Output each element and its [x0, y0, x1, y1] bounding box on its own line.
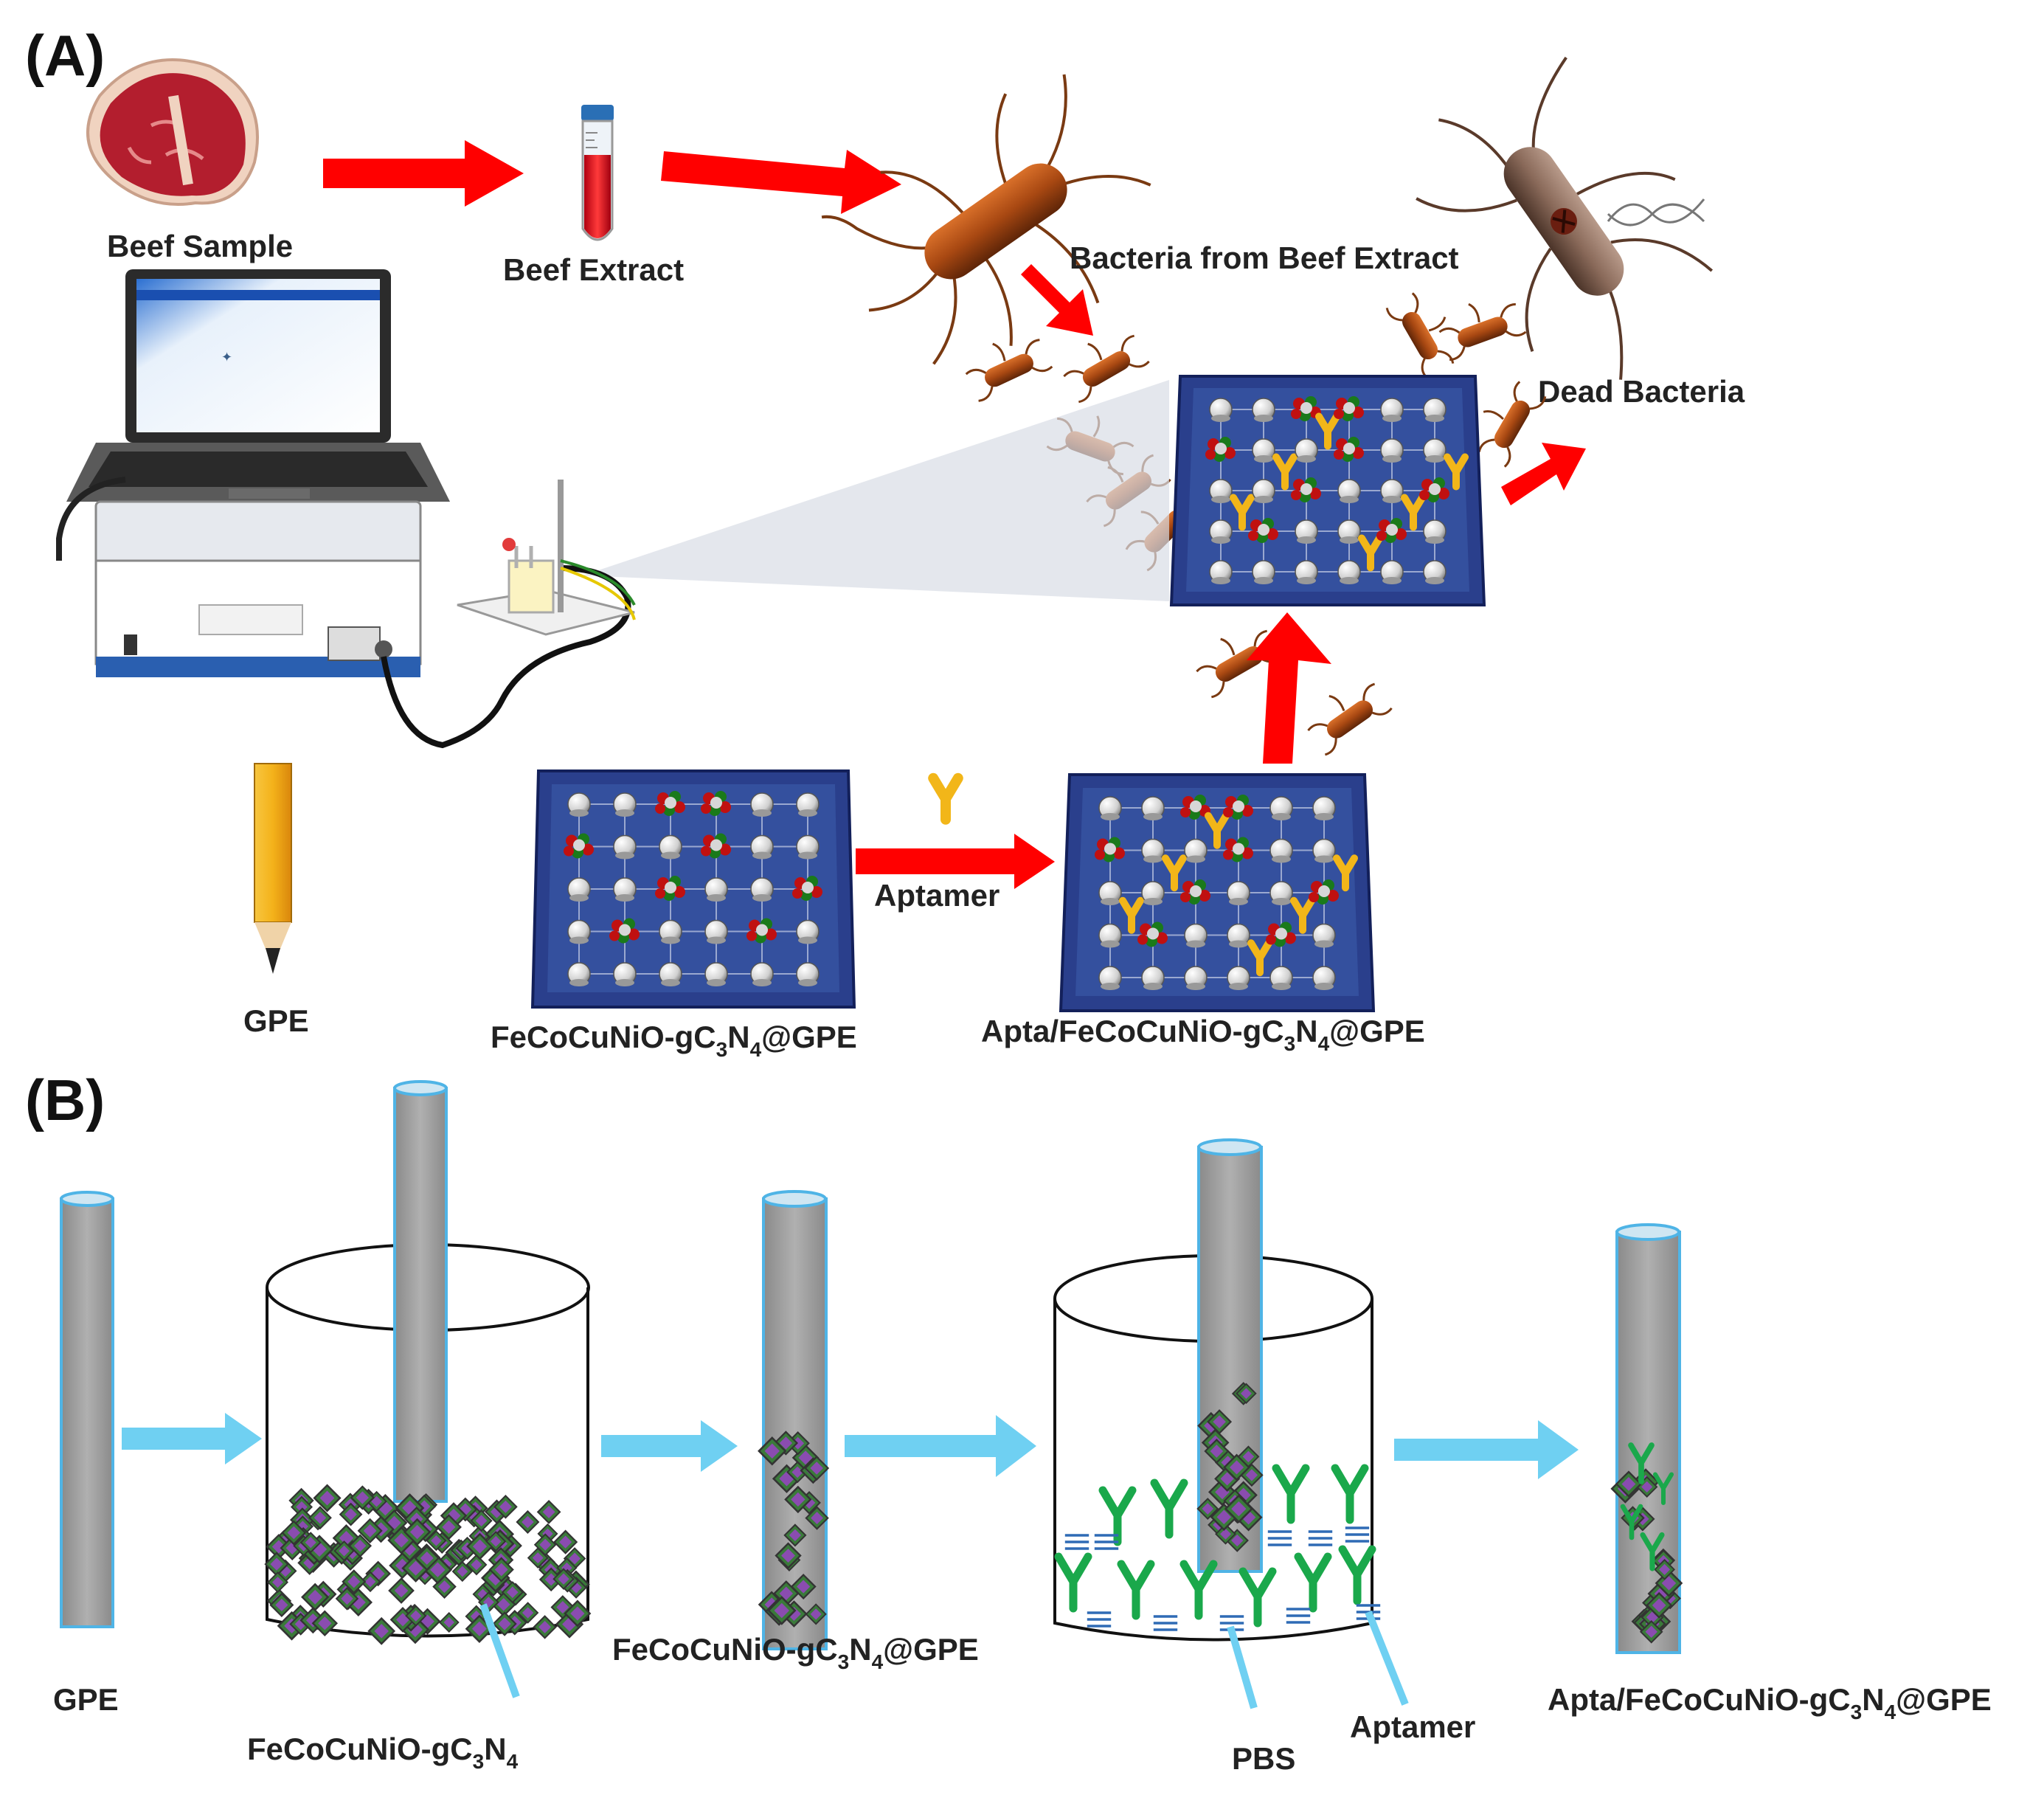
arrow-extract-to-bacteria [661, 150, 901, 214]
panel-a-label: (A) [25, 23, 105, 88]
pointer-nanocomposite [479, 1603, 520, 1698]
potentiostat-icon [94, 500, 422, 677]
laptop-icon: ✦ [66, 269, 450, 502]
detection-plate-icon [1169, 375, 1486, 606]
pbs-label: PBS [1232, 1741, 1295, 1776]
nanocomposite-label-b: FeCoCuNiO-gC3N4 [247, 1732, 519, 1773]
aptamer-beaker-icon [1053, 1138, 1382, 1642]
arrow-apta-to-detect [1247, 612, 1331, 764]
dead-bacterium-icon [1416, 56, 1714, 380]
modified-electrode-label-a: FeCoCuNiO-gC3N4@GPE [491, 1020, 857, 1061]
panel-b-label: (B) [25, 1068, 105, 1132]
apta-electrode-label-a: Apta/FeCoCuNiO-gC3N4@GPE [981, 1014, 1425, 1055]
modified-electrode-label-b: FeCoCuNiO-gC3N4@GPE [612, 1632, 979, 1673]
apta-electrode-plate-icon [1059, 773, 1376, 1012]
dna-strand-icon [1607, 198, 1705, 226]
blue-arrow-1 [122, 1413, 262, 1464]
aptamer-label-b: Aptamer [1350, 1709, 1475, 1744]
usb-cable [56, 477, 126, 561]
electrode-plate-icon [530, 769, 856, 1009]
test-tube-icon [581, 105, 614, 241]
bacterium-icon [821, 74, 1151, 365]
arrow-beef-to-extract [323, 140, 524, 207]
pointer-pbs [1227, 1625, 1258, 1709]
apta-electrode-label-b: Apta/FeCoCuNiO-gC3N4@GPE [1548, 1682, 1992, 1723]
beef-extract-label: Beef Extract [503, 252, 684, 287]
bacteria-from-beef-label: Bacteria from Beef Extract [1070, 241, 1459, 275]
modified-gpe-electrode [758, 1190, 829, 1650]
blue-arrow-3 [845, 1415, 1036, 1477]
aptamer-label-a: Aptamer [874, 878, 1000, 913]
electrode-cable [381, 565, 631, 749]
electrochemical-cell-icon [457, 480, 636, 636]
aptamer-icon [933, 778, 958, 820]
apta-modified-electrode [1610, 1223, 1683, 1654]
pointer-aptamer [1365, 1611, 1409, 1706]
gpe-label-b: GPE [53, 1682, 119, 1717]
blue-arrow-2 [601, 1420, 738, 1472]
zoom-cone [583, 380, 1169, 601]
beef-steak-icon [86, 58, 259, 206]
laptop-screen-logo: ✦ [221, 350, 232, 364]
gpe-label-a: GPE [243, 1003, 309, 1038]
arrow-bacteria-to-plate [1021, 264, 1093, 336]
blue-arrow-4 [1394, 1420, 1579, 1479]
nanoparticle-cluster-icon [264, 1484, 591, 1645]
beef-sample-label: Beef Sample [107, 229, 293, 263]
pencil-icon [254, 763, 292, 974]
bare-gpe-electrode [60, 1191, 114, 1628]
beaker-icon [264, 1080, 591, 1645]
arrow-plate-to-apta [856, 834, 1055, 889]
dead-bacteria-label: Dead Bacteria [1538, 374, 1745, 409]
arrow-plate-to-dead [1501, 443, 1586, 505]
